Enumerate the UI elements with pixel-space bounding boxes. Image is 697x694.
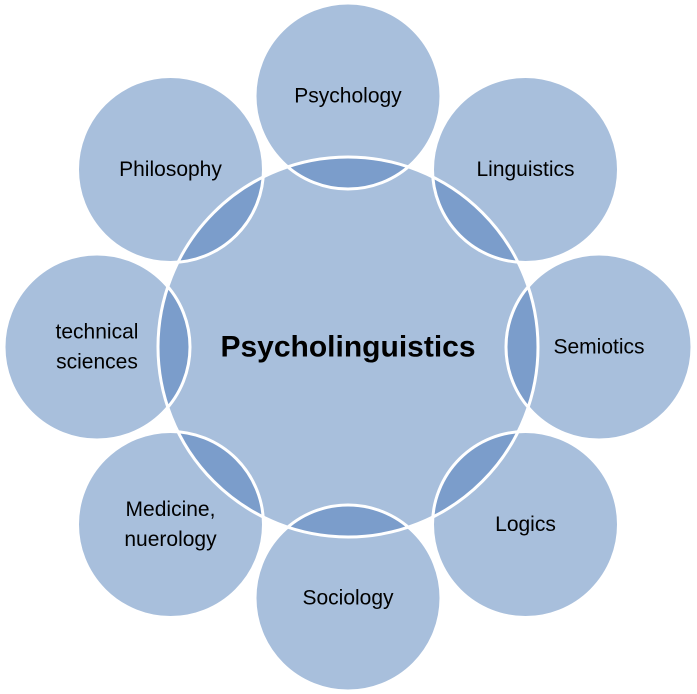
node-label-technical-sciences: technical sciences xyxy=(56,321,139,374)
node-border-technical-sciences xyxy=(2,252,192,442)
node-border-sociology xyxy=(253,503,443,693)
node-label-philosophy: Philosophy xyxy=(119,158,222,181)
node-circle-semiotics xyxy=(506,254,692,440)
node-label-line: technical xyxy=(56,321,139,344)
node-circle-sociology xyxy=(255,505,441,691)
node-border-semiotics xyxy=(504,252,694,442)
node-circle-psychology xyxy=(255,3,441,189)
node-label-sociology: Sociology xyxy=(302,587,394,610)
node-border-logics xyxy=(431,430,620,619)
node-label-line: Logics xyxy=(495,513,556,536)
node-label-line: nuerology xyxy=(124,528,217,551)
node-border-psychology xyxy=(253,1,443,191)
node-border-linguistics xyxy=(431,75,620,264)
node-label-linguistics: Linguistics xyxy=(476,158,574,181)
node-label-psychology: Psychology xyxy=(294,85,402,108)
node-label-line: Semiotics xyxy=(553,336,644,359)
node-circle-technical-sciences xyxy=(4,254,190,440)
node-label-line: sciences xyxy=(56,351,138,374)
node-border-medicine xyxy=(76,430,265,619)
node-label-line: Linguistics xyxy=(476,158,574,181)
node-label-line: Philosophy xyxy=(119,158,222,181)
center-border xyxy=(156,155,540,539)
node-label-line: Medicine, xyxy=(126,498,216,521)
node-label-line: Psychology xyxy=(294,85,402,108)
node-label-semiotics: Semiotics xyxy=(553,336,644,359)
node-label-line: Sociology xyxy=(302,587,394,610)
node-border-philosophy xyxy=(76,75,265,264)
node-label-medicine: Medicine, nuerology xyxy=(124,498,217,551)
center-circle xyxy=(158,157,538,537)
node-label-logics: Logics xyxy=(495,513,556,536)
center-label: Psycholinguistics xyxy=(220,331,475,364)
